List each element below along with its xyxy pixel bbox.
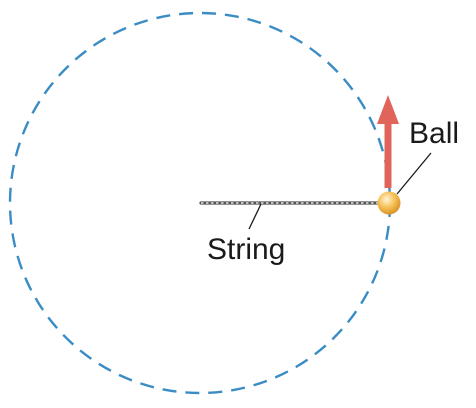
string-leader-line xyxy=(248,203,262,230)
ball-label: Ball xyxy=(409,117,459,150)
ball xyxy=(377,191,401,215)
velocity-arrow xyxy=(377,95,399,188)
string-label: String xyxy=(207,233,285,266)
ball-leader-line xyxy=(396,152,432,195)
